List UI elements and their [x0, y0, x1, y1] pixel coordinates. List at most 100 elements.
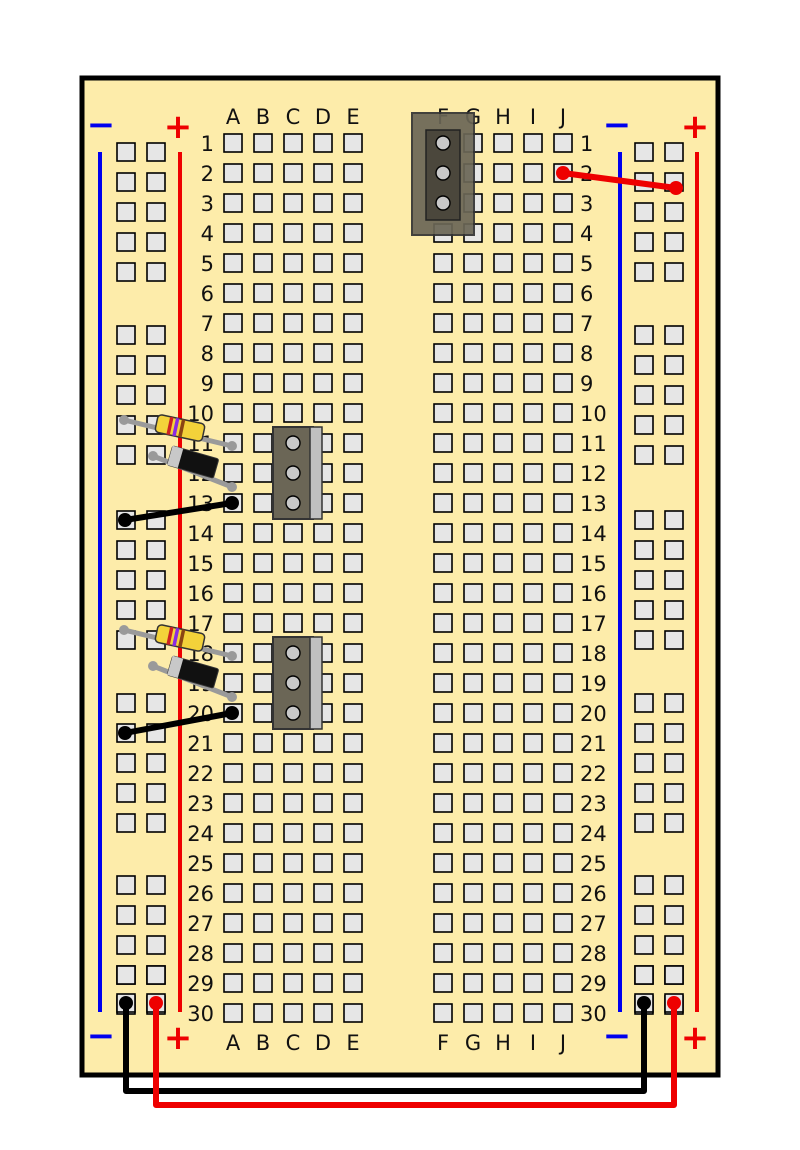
- hole-E9: [343, 373, 363, 393]
- hole-G29: [463, 973, 483, 993]
- hole-D25: [313, 853, 333, 873]
- hole-C8: [283, 343, 303, 363]
- hole-J15: [553, 553, 573, 573]
- hole-D2: [313, 163, 333, 183]
- hole-I3: [523, 193, 543, 213]
- hole-J5: [553, 253, 573, 273]
- hole-D23: [313, 793, 333, 813]
- hole-E4: [343, 223, 363, 243]
- hole-C26: [283, 883, 303, 903]
- rail-hole: [116, 232, 136, 252]
- hole-J18: [553, 643, 573, 663]
- hole-H18: [493, 643, 513, 663]
- rail-hole: [664, 935, 684, 955]
- hole-G20: [463, 703, 483, 723]
- rail-hole: [146, 935, 166, 955]
- hole-D4: [313, 223, 333, 243]
- hole-J7: [553, 313, 573, 333]
- hole-F7: [433, 313, 453, 333]
- hole-C5: [283, 253, 303, 273]
- hole-F14: [433, 523, 453, 543]
- hole-A14: [223, 523, 243, 543]
- transistor-pin-2-19: [285, 675, 301, 691]
- hole-C3: [283, 193, 303, 213]
- hole-J6: [553, 283, 573, 303]
- row-label-right-19: 19: [580, 672, 607, 696]
- hole-I30: [523, 1003, 543, 1023]
- hole-J19: [553, 673, 573, 693]
- wire-a20-to-minus-rail-end: [118, 726, 132, 740]
- hole-F20: [433, 703, 453, 723]
- hole-I12: [523, 463, 543, 483]
- diode-band-2: [167, 655, 184, 679]
- row-label-right-1: 1: [580, 132, 593, 156]
- hole-H14: [493, 523, 513, 543]
- hole-A7: [223, 313, 243, 333]
- hole-E17: [343, 613, 363, 633]
- rail-hole: [664, 445, 684, 465]
- hole-E18: [343, 643, 363, 663]
- diode-end-1: [227, 482, 237, 492]
- hole-H24: [493, 823, 513, 843]
- hole-C22: [283, 763, 303, 783]
- resistor-band-1: [172, 417, 180, 437]
- hole-H2: [493, 163, 513, 183]
- hole-J25: [553, 853, 573, 873]
- hole-E13: [343, 493, 363, 513]
- hole-G10: [463, 403, 483, 423]
- hole-I16: [523, 583, 543, 603]
- row-label-left-26: 26: [187, 882, 214, 906]
- hole-D28: [313, 943, 333, 963]
- rail-hole: [116, 262, 136, 282]
- column-label-top-J: J: [558, 105, 566, 129]
- hole-B15: [253, 553, 273, 573]
- hole-C30: [283, 1003, 303, 1023]
- hole-H1: [493, 133, 513, 153]
- hole-J13: [553, 493, 573, 513]
- hole-G9: [463, 373, 483, 393]
- hole-E23: [343, 793, 363, 813]
- right-minus-top-symbol: −: [603, 105, 632, 145]
- row-label-right-27: 27: [580, 912, 607, 936]
- hole-I13: [523, 493, 543, 513]
- resistor-2: [154, 624, 206, 652]
- row-label-right-11: 11: [580, 432, 607, 456]
- hole-E30: [343, 1003, 363, 1023]
- row-label-left-23: 23: [187, 792, 214, 816]
- hole-B26: [253, 883, 273, 903]
- hole-D5: [313, 253, 333, 273]
- hole-H3: [493, 193, 513, 213]
- rail-hole: [634, 232, 654, 252]
- resistor-band-1: [166, 416, 174, 436]
- hole-G5: [463, 253, 483, 273]
- hole-C6: [283, 283, 303, 303]
- rail-hole: [664, 693, 684, 713]
- hole-A23: [223, 793, 243, 813]
- hole-B3: [253, 193, 273, 213]
- hole-E7: [343, 313, 363, 333]
- row-label-left-16: 16: [187, 582, 214, 606]
- row-label-left-7: 7: [201, 312, 214, 336]
- hole-J14: [553, 523, 573, 543]
- hole-C23: [283, 793, 303, 813]
- hole-H15: [493, 553, 513, 573]
- hole-C9: [283, 373, 303, 393]
- hole-C16: [283, 583, 303, 603]
- hole-H27: [493, 913, 513, 933]
- left-minus-bottom-symbol: −: [87, 1016, 116, 1056]
- hole-F27: [433, 913, 453, 933]
- rail-hole: [116, 570, 136, 590]
- rail-hole: [634, 600, 654, 620]
- hole-D22: [313, 763, 333, 783]
- hole-A4: [223, 223, 243, 243]
- rail-hole: [116, 600, 136, 620]
- rail-hole: [664, 232, 684, 252]
- hole-I29: [523, 973, 543, 993]
- wire-minus-rail-bridge: [123, 1000, 647, 1094]
- hole-H26: [493, 883, 513, 903]
- rail-hole: [634, 905, 654, 925]
- hole-D26: [313, 883, 333, 903]
- hole-C4: [283, 223, 303, 243]
- hole-A24: [223, 823, 243, 843]
- row-label-left-3: 3: [201, 192, 214, 216]
